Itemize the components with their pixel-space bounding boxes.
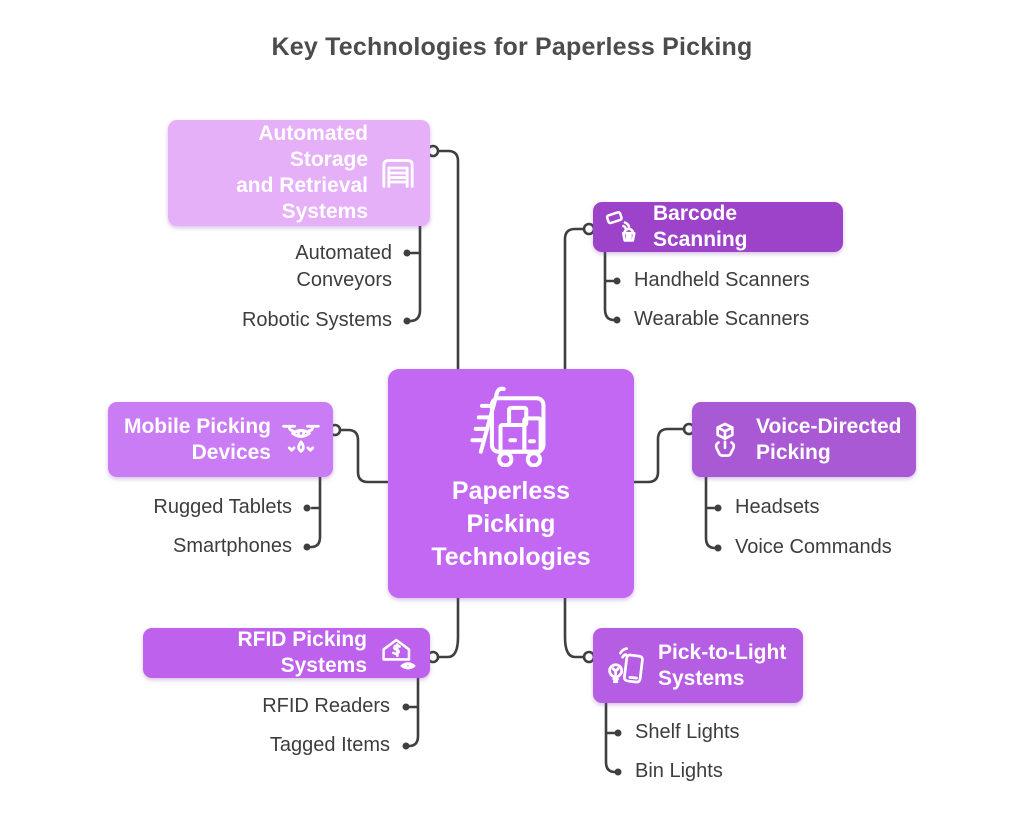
child-voice-commands: Voice Commands [735, 536, 892, 558]
phone-light-icon [608, 646, 644, 683]
child-handheld-scanners: Handheld Scanners [634, 269, 810, 291]
child-bin-lights: Bin Lights [635, 760, 723, 782]
barcode-scanner-icon [605, 211, 636, 242]
node-barcode-scanning: Barcode Scanning [593, 202, 843, 252]
child-robotic-systems: Robotic Systems [241, 309, 392, 331]
node-pick-to-light-systems: Pick-to-Light Systems [593, 628, 803, 703]
storage-unit-icon [382, 159, 414, 188]
child-automated-conveyors: Automated Conveyors [295, 242, 392, 291]
child-shelf-lights: Shelf Lights [635, 721, 740, 743]
child-smartphones: Smartphones [173, 535, 292, 557]
connector-barcode-scanning [563, 227, 586, 371]
connector-rfid-picking [436, 596, 460, 659]
node-barcode-scanning-label: Barcode Scanning [653, 202, 748, 251]
child-headsets: Headsets [735, 496, 820, 518]
drone-icon [282, 424, 320, 453]
child-tagged-items: Tagged Items [269, 734, 390, 756]
connector-voice-directed [632, 427, 686, 484]
node-rfid-picking-systems-label: RFID Picking Systems [237, 628, 367, 677]
node-rfid-picking-systems: RFID Picking Systems [143, 628, 430, 678]
connector-pick-to-light [563, 596, 586, 659]
house-dollar-eye-icon [382, 638, 416, 669]
connector-children-ptl [604, 701, 617, 774]
node-paperless-picking-technologies: Paperless Picking Technologies [388, 369, 634, 598]
hand-cube-icon [714, 422, 736, 457]
node-paperless-picking-technologies-label: Paperless Picking Technologies [431, 477, 591, 571]
connector-children-barcode [603, 250, 616, 322]
connector-children-mobile [309, 475, 322, 549]
node-voice-directed-picking: Voice-Directed Picking [692, 402, 916, 477]
node-voice-directed-picking-label: Voice-Directed Picking [756, 414, 902, 464]
child-rfid-readers: RFID Readers [262, 695, 390, 717]
node-automated-storage: Automated Storage and Retrieval Systems [168, 120, 430, 226]
connector-automated-storage [436, 149, 460, 371]
node-mobile-picking-devices: Mobile Picking Devices [108, 402, 333, 477]
connector-children-rfid [407, 676, 420, 748]
node-pick-to-light-systems-label: Pick-to-Light Systems [658, 640, 787, 690]
child-dots [303, 249, 722, 776]
child-wearable-scanners: Wearable Scanners [634, 308, 810, 330]
picking-cart-icon [470, 386, 546, 467]
node-mobile-picking-devices-label: Mobile Picking Devices [123, 414, 271, 464]
node-automated-storage-label: Automated Storage and Retrieval Systems [236, 122, 368, 223]
connector-mobile-picking [338, 428, 389, 484]
connector-children-voice [704, 475, 717, 550]
page-title: Key Technologies for Paperless Picking [271, 33, 753, 61]
child-rugged-tablets: Rugged Tablets [153, 496, 292, 518]
connector-children-automated-storage [408, 224, 422, 323]
